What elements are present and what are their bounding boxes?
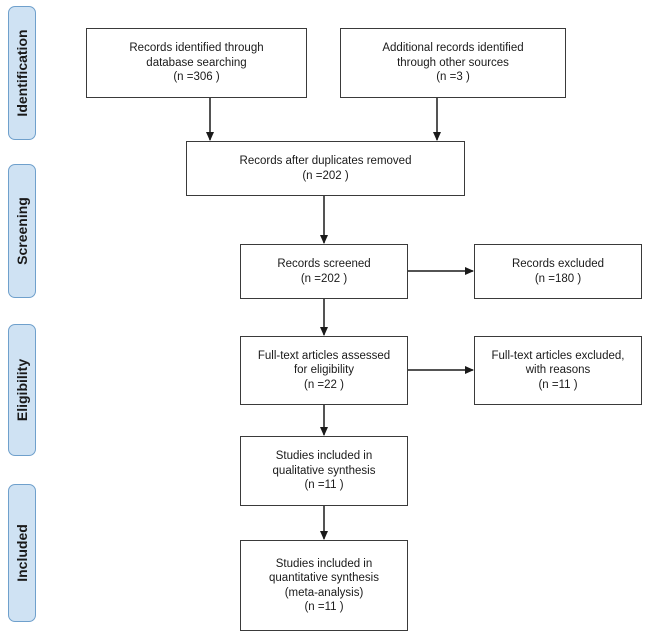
fulltext-assessed-box: Full-text articles assessed for eligibil… — [240, 336, 408, 405]
box-count: (n =202 ) — [300, 272, 348, 285]
phase-included: Included — [8, 484, 36, 622]
box-count: (n =202 ) — [302, 169, 349, 182]
box-line: qualitative synthesis — [272, 464, 376, 477]
box-line: Full-text articles excluded, — [491, 349, 625, 362]
box-line: Records screened — [277, 258, 371, 270]
box-line: quantitative synthesis — [269, 572, 379, 584]
box-line: Additional records identified — [382, 42, 524, 55]
box-line: Records identified through — [129, 42, 264, 55]
box-count: (n =180 ) — [534, 272, 582, 285]
additional-records-box: Additional records identified through ot… — [340, 28, 566, 98]
box-count: (n =11 ) — [538, 378, 578, 391]
box-count: (n =11 ) — [304, 601, 344, 613]
box-line: for eligibility — [293, 364, 355, 377]
box-line: database searching — [146, 56, 247, 69]
box-line: Records after duplicates removed — [239, 155, 412, 167]
records-identified-database-box: Records identified through database sear… — [86, 28, 307, 98]
box-line: through other sources — [397, 56, 509, 69]
records-screened-box: Records screened (n =202 ) — [240, 244, 408, 299]
box-line: Records excluded — [511, 258, 605, 270]
records-after-duplicates-box: Records after duplicates removed (n =202… — [186, 141, 465, 196]
phase-screening: Screening — [8, 164, 36, 298]
qualitative-synthesis-box: Studies included in qualitative synthesi… — [240, 436, 408, 506]
box-count: (n =22 ) — [304, 378, 344, 391]
box-count: (n =306 ) — [173, 71, 220, 84]
quantitative-synthesis-box: Studies included in quantitative synthes… — [240, 540, 408, 631]
box-line: Studies included in — [275, 557, 373, 570]
box-count: (n =3 ) — [436, 71, 470, 84]
phase-identification: Identification — [8, 6, 36, 140]
phase-eligibility: Eligibility — [8, 324, 36, 456]
box-line: Studies included in — [275, 450, 373, 463]
box-count: (n =11 ) — [304, 479, 344, 492]
box-line: Full-text articles assessed — [257, 349, 391, 362]
box-line: with reasons — [525, 364, 591, 377]
box-line: (meta-analysis) — [284, 586, 364, 599]
fulltext-excluded-box: Full-text articles excluded, with reason… — [474, 336, 642, 405]
records-excluded-box: Records excluded (n =180 ) — [474, 244, 642, 299]
